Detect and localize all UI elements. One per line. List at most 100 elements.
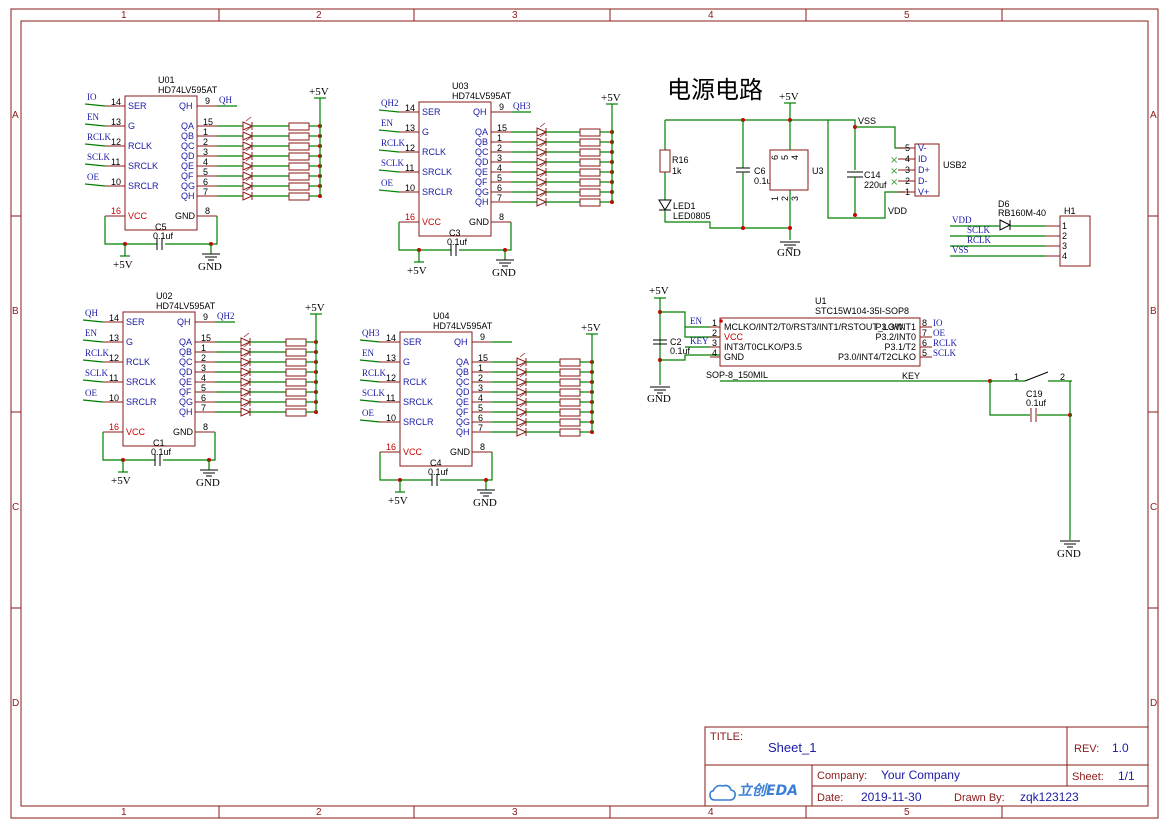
cap-5v-label: +5V bbox=[113, 259, 133, 271]
zone-col-bottom: 5 bbox=[904, 807, 910, 818]
pin-name: QG bbox=[179, 397, 193, 407]
drawn-value: zqk123123 bbox=[1020, 790, 1079, 804]
pin-number: 1 bbox=[478, 363, 483, 373]
u3-gnd-label: GND bbox=[777, 247, 801, 259]
no-connect-icon: × bbox=[890, 177, 898, 188]
pin-name: QB bbox=[456, 367, 469, 377]
d6-part: RB160M-40 bbox=[998, 208, 1046, 218]
net-label: SCLK bbox=[381, 158, 405, 168]
zone-col-top: 2 bbox=[316, 10, 322, 21]
pin-name: QE bbox=[181, 161, 194, 171]
zone-col-bottom: 2 bbox=[316, 807, 322, 818]
pin-number: 6 bbox=[203, 177, 208, 187]
resistor bbox=[579, 158, 601, 167]
pin-number: 13 bbox=[405, 123, 415, 133]
led-icon bbox=[516, 377, 528, 387]
u3-pin-number: 3 bbox=[790, 196, 800, 201]
sw-pin-2: 2 bbox=[1060, 372, 1065, 382]
c6-value: 0.1uf bbox=[754, 176, 775, 186]
gnd-pin-number: 8 bbox=[480, 442, 485, 452]
pin-number: 4 bbox=[201, 373, 206, 383]
h1-net-label: VDD bbox=[952, 215, 972, 225]
sheet-frame bbox=[10, 8, 1159, 819]
eda-logo-icon bbox=[709, 784, 736, 801]
d6-ref: D6 bbox=[998, 199, 1010, 209]
mcu-left-pin-number: 3 bbox=[712, 338, 717, 348]
u3-pin-number: 5 bbox=[780, 155, 790, 160]
led-icon bbox=[240, 387, 252, 397]
pin-name: RCLK bbox=[422, 147, 446, 157]
pin-name: QF bbox=[179, 387, 192, 397]
resistor bbox=[285, 338, 307, 347]
pin-name: QH bbox=[456, 427, 470, 437]
pin-name: QB bbox=[181, 131, 194, 141]
led1-ref: LED1 bbox=[673, 201, 696, 211]
mcu-left-pin-number: 1 bbox=[712, 318, 717, 328]
cap-value: 0.1uf bbox=[153, 231, 174, 241]
pin-name: QE bbox=[179, 377, 192, 387]
cap-5v-label: +5V bbox=[407, 265, 427, 277]
led-icon bbox=[240, 377, 252, 387]
resistor bbox=[288, 192, 310, 201]
pin-number: 6 bbox=[201, 393, 206, 403]
pin-name: SRCLK bbox=[422, 167, 452, 177]
cap-5v-label: +5V bbox=[388, 495, 408, 507]
led-icon bbox=[516, 367, 528, 377]
pin-name: QB bbox=[179, 347, 192, 357]
pin-number: 3 bbox=[203, 147, 208, 157]
pin-number: 4 bbox=[478, 393, 483, 403]
mcu-right-pin-name: P3.1/T2 bbox=[884, 342, 916, 352]
h1-ref: H1 bbox=[1064, 206, 1076, 216]
pin-name: SRCLK bbox=[126, 377, 156, 387]
pin-number: 2 bbox=[497, 143, 502, 153]
pin-number: 3 bbox=[497, 153, 502, 163]
shift-register-u03: U03HD74LV595ATSER14QH2G13ENRCLK12RCLKSRC… bbox=[378, 81, 621, 279]
led-icon bbox=[536, 177, 548, 187]
led1-package: LED0805 bbox=[673, 211, 711, 221]
pin-name: QH bbox=[475, 197, 489, 207]
net-label: OE bbox=[362, 408, 374, 418]
rail-5v-label: +5V bbox=[309, 86, 329, 98]
cap-gnd-label: GND bbox=[473, 497, 497, 509]
pin-number: 2 bbox=[201, 353, 206, 363]
resistor bbox=[285, 358, 307, 367]
c6-ref: C6 bbox=[754, 166, 766, 176]
vcc-pin-number: 16 bbox=[386, 442, 396, 452]
pin-number: 9 bbox=[203, 312, 208, 322]
pin-number: 10 bbox=[386, 413, 396, 423]
zone-row-left: C bbox=[12, 502, 19, 513]
pin-number: 7 bbox=[478, 423, 483, 433]
h1-header bbox=[1059, 215, 1091, 267]
pin-number: 13 bbox=[111, 117, 121, 127]
vdd-label: VDD bbox=[888, 206, 908, 216]
pin-name: QA bbox=[179, 337, 192, 347]
shift-register-group: U01HD74LV595ATSER14IOG13ENRCLK12RCLKSRCL… bbox=[82, 75, 621, 509]
ic-ref: U04 bbox=[433, 311, 450, 321]
title-label: TITLE: bbox=[710, 731, 743, 743]
h1-net-label: SCLK bbox=[967, 225, 991, 235]
resistor bbox=[285, 378, 307, 387]
pin-name: QG bbox=[456, 417, 470, 427]
pin-number: 1 bbox=[497, 133, 502, 143]
mcu-right-pin-name: P3.0/INT4/T2CLKO bbox=[838, 352, 916, 362]
pin-name: RCLK bbox=[128, 141, 152, 151]
no-connect-icon: × bbox=[890, 155, 898, 166]
h1-pin-number: 4 bbox=[1062, 251, 1067, 261]
pin-number: 12 bbox=[109, 353, 119, 363]
pin-number: 15 bbox=[201, 333, 211, 343]
pin-name: QC bbox=[456, 377, 470, 387]
pin-name: RCLK bbox=[126, 357, 150, 367]
led-icon bbox=[242, 151, 254, 161]
ic-body bbox=[122, 311, 196, 447]
usb-pin-number: 5 bbox=[905, 143, 910, 153]
usb-pin-number: 4 bbox=[905, 154, 910, 164]
pin-number: 2 bbox=[203, 137, 208, 147]
vcc-pin-number: 16 bbox=[405, 212, 415, 222]
u3-pin-number: 1 bbox=[770, 196, 780, 201]
resistor bbox=[579, 198, 601, 207]
cap-ref: C4 bbox=[430, 458, 442, 468]
led-icon bbox=[536, 187, 548, 197]
net-label: SCLK bbox=[362, 388, 386, 398]
